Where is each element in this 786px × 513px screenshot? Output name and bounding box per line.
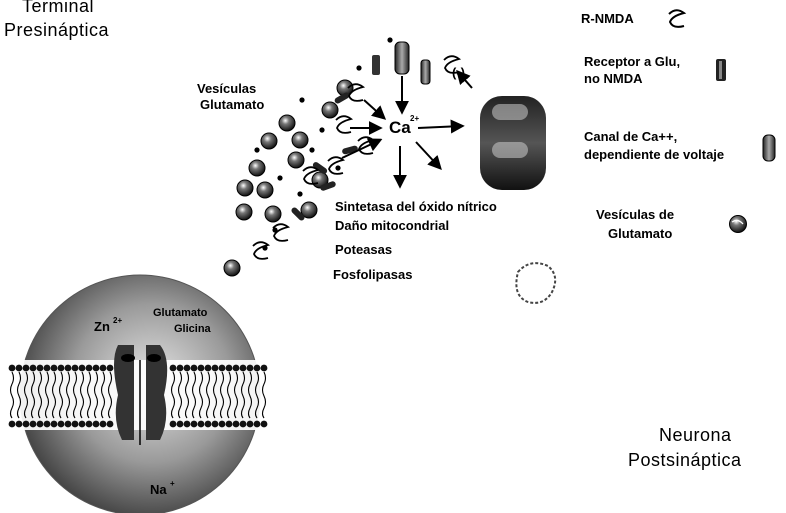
calcium-charge: 2+: [410, 114, 419, 123]
sodium-charge: +: [170, 479, 175, 488]
legend-ca-channel-line2: dependiente de voltaje: [584, 148, 724, 163]
legend-ca-channel-line1: Canal de Ca++,: [584, 130, 677, 145]
damaged-vesicle: [516, 263, 555, 303]
postsynaptic-title-line1: Neurona: [659, 425, 732, 446]
vesicle-arc: [224, 37, 393, 276]
nmda-receptor-icon: [664, 6, 690, 32]
effect-proteases: Poteasas: [335, 243, 392, 258]
glutamate-site-label: Glutamato: [153, 307, 207, 320]
ca-channel-icon: [762, 134, 776, 162]
glu-receptor-icon: [714, 58, 728, 82]
calcium-label: Ca: [389, 118, 411, 138]
effect-mitochondrial-damage: Daño mitocondrial: [335, 219, 449, 234]
mitochondria-block: [480, 96, 546, 190]
vesicles-label-line1: Vesículas: [197, 82, 256, 97]
zinc-charge: 2+: [113, 316, 122, 325]
vesicles-label-line2: Glutamato: [200, 98, 264, 113]
legend-vesicles-line2: Glutamato: [608, 227, 672, 242]
effect-phospholipases: Fosfolipasas: [333, 268, 412, 283]
legend-glu-receptor-line2: no NMDA: [584, 72, 643, 87]
vesicle-icon: [728, 214, 748, 234]
presynaptic-title-line1: Terminal: [22, 0, 94, 17]
zinc-label: Zn: [94, 320, 110, 335]
effect-no-synthase: Sintetasa del óxido nítrico: [335, 200, 497, 215]
postsynaptic-title-line2: Postsináptica: [628, 450, 742, 471]
legend-nmda-label: R-NMDA: [581, 12, 634, 27]
glycine-site-label: Glicina: [174, 323, 211, 336]
nmda-receptor-channel: [114, 345, 167, 445]
legend-vesicles-line1: Vesículas de: [596, 208, 674, 223]
sodium-label: Na: [150, 483, 167, 498]
legend-glu-receptor-line1: Receptor a Glu,: [584, 55, 680, 70]
presynaptic-title-line2: Presináptica: [4, 20, 109, 41]
negative-modulation-label: (-): [452, 66, 465, 81]
